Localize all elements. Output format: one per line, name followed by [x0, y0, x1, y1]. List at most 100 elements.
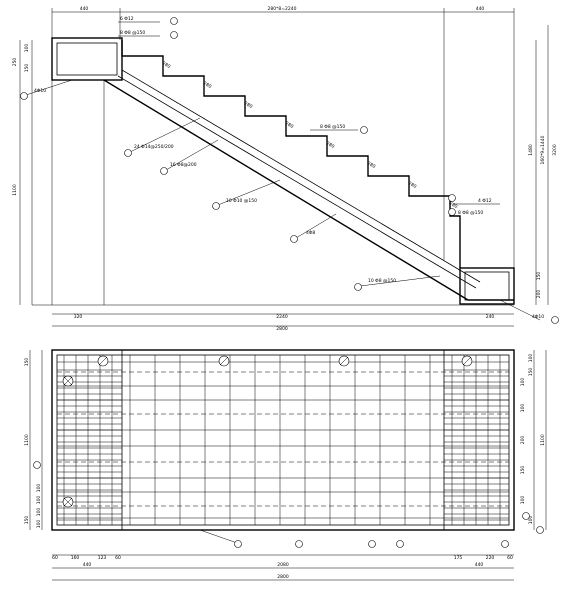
leader-line	[295, 213, 337, 239]
leader-line	[129, 117, 201, 153]
section-marker-slash	[462, 356, 472, 366]
section-marker-slash	[219, 356, 229, 366]
leader-line	[165, 139, 219, 171]
plan-dim-left-3: 150	[24, 516, 30, 525]
leader-line	[499, 299, 541, 321]
rebar-label: 10 Φ10 @150	[226, 198, 257, 204]
slab-rebar-top	[121, 69, 481, 283]
plan-dim-right-3: 1100	[540, 434, 546, 446]
rebar-label: 6 Φ12	[120, 16, 134, 22]
callout-bubble	[368, 540, 376, 548]
plan-dim-right-sub: 100	[520, 496, 526, 505]
plan-dim-small: 60	[115, 555, 121, 561]
step-run-label: 280	[243, 100, 254, 109]
plan-dim-bottom-mid: 2080	[277, 562, 289, 568]
plan-dim-small: 60	[507, 555, 513, 561]
dim-left-top: 250	[12, 58, 18, 67]
slab-bottom-line	[103, 79, 514, 301]
callout-bubble	[501, 540, 509, 548]
callout-bubble	[295, 540, 303, 548]
leader-line	[25, 79, 73, 96]
section-view: 440 280*8=2240 440 250 1100 100 150 1480…	[12, 6, 559, 332]
rebar-label: 8 Φ8 @150	[120, 30, 145, 36]
bottom-landing-cage	[464, 271, 510, 301]
callout-bubble	[536, 526, 544, 534]
callout-bubble	[33, 461, 41, 469]
step-run-label: 280	[202, 80, 213, 89]
plan-dim-right-2: 150	[528, 368, 534, 377]
plan-dim-small: 175	[454, 555, 463, 561]
plan-rebar-grid	[57, 355, 509, 525]
plan-dim-right-4: 100	[528, 516, 534, 525]
bottom-landing-beam	[459, 267, 515, 305]
plan-dim-small: 123	[98, 555, 107, 561]
dim-bottom-mid: 2240	[276, 314, 288, 320]
dim-left-main: 1100	[12, 184, 18, 196]
dim-left-small-1: 100	[24, 44, 30, 53]
rebar-label: 8 Φ8 @150	[320, 124, 345, 130]
callout-bubble	[160, 167, 168, 175]
plan-dim-bottom-left: 440	[83, 562, 92, 568]
top-landing-cage	[56, 42, 118, 76]
rebar-label: 4Φ8	[306, 230, 315, 236]
step-run-label: 280	[284, 120, 295, 129]
plan-dim-small: 60	[52, 555, 58, 561]
plan-view: 150 1100 150 100 100 100 100 100 150 110…	[24, 349, 547, 581]
callout-bubble	[354, 283, 362, 291]
leader-line	[199, 529, 241, 545]
plan-dim-small: 160	[71, 555, 80, 561]
plan-dim-left-1: 150	[24, 358, 30, 367]
dim-top-mid: 280*8=2240	[268, 6, 297, 12]
dim-right-small-2: 200	[536, 290, 542, 299]
step-run-label: 280	[366, 160, 377, 169]
step-run-label: 280	[448, 200, 459, 209]
section-marker-slash	[339, 356, 349, 366]
plan-dim-right-1: 100	[528, 354, 534, 363]
callout-bubble	[170, 17, 178, 25]
callout-bubble	[20, 92, 28, 100]
callout-bubble	[522, 512, 530, 520]
plan-dim-right-sub: 100	[520, 404, 526, 413]
callout-bubble	[170, 31, 178, 39]
step-run-label: 280	[325, 140, 336, 149]
rebar-label: 4Φ10	[34, 88, 46, 94]
dim-bottom-total: 2800	[276, 326, 288, 332]
callout-bubble	[448, 208, 456, 216]
plan-dim-small: 220	[486, 555, 495, 561]
dim-left-small-2: 150	[24, 64, 30, 73]
dim-bottom-right: 240	[486, 314, 495, 320]
callout-bubble	[124, 149, 132, 157]
plan-outline	[51, 349, 515, 531]
rebar-label: 10 Φ8 @150	[368, 278, 396, 284]
leader-line	[217, 179, 281, 206]
slab-rebar-bottom	[117, 75, 477, 289]
callout-bubble	[290, 235, 298, 243]
dim-bottom-left: 320	[74, 314, 83, 320]
plan-dim-right-sub: 100	[520, 378, 526, 387]
callout-bubble	[234, 540, 242, 548]
cross-line	[63, 376, 73, 386]
rebar-label: 16 Φ8@200	[170, 162, 197, 168]
plan-dim-right-sub: 150	[520, 466, 526, 475]
step-run-label: 280	[407, 180, 418, 189]
rebar-label: 24 Φ14@250/200	[134, 144, 174, 150]
dim-top-right: 440	[476, 6, 485, 12]
rebar-label: 4Φ10	[532, 314, 544, 320]
stair-steps	[121, 40, 461, 268]
callout-bubble	[360, 126, 368, 134]
plan-dim-bottom-right: 440	[475, 562, 484, 568]
dim-top-left: 440	[80, 6, 89, 12]
plan-dim-left-sub: 100	[36, 508, 42, 517]
callout-bubble	[551, 316, 559, 324]
plan-dim-right-sub: 200	[520, 436, 526, 445]
dim-right-2: 160*9=1440	[540, 135, 546, 164]
callout-bubble	[396, 540, 404, 548]
dim-right-3: 3200	[552, 144, 558, 156]
section-marker-slash	[98, 356, 108, 366]
rebar-label: 4 Φ12	[478, 198, 492, 204]
dim-right-small-1: 150	[536, 272, 542, 281]
plan-dim-left-sub: 100	[36, 484, 42, 493]
plan-inner-outline	[56, 354, 510, 526]
